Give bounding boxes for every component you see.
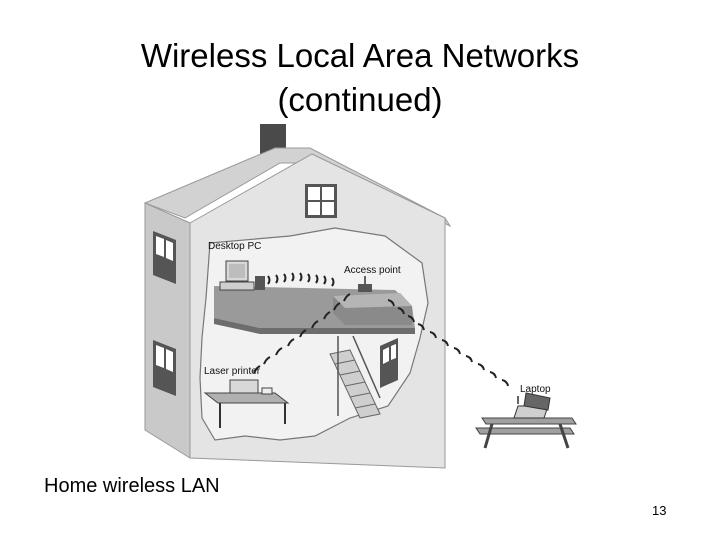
interior-window	[380, 338, 398, 388]
page-number: 13	[652, 503, 667, 518]
side-window-upper	[153, 231, 176, 284]
attic-window	[305, 184, 337, 218]
staircase	[329, 335, 381, 419]
side-window-lower	[153, 340, 176, 396]
signal-desktop-to-ap	[267, 272, 335, 287]
slide-title: Wireless Local Area Networks (continued)	[0, 34, 720, 122]
desktop-pc	[219, 260, 265, 291]
label-laptop: Laptop	[520, 384, 551, 395]
laptop	[475, 392, 577, 449]
signal-ap-to-laptop	[387, 299, 509, 387]
laser-printer	[203, 379, 290, 428]
signal-ap-to-printer	[253, 293, 351, 374]
roof	[143, 147, 452, 228]
figure-caption: Home wireless LAN	[44, 475, 220, 497]
slide-title-line2: (continued)	[277, 81, 443, 118]
home-wireless-lan-illustration: Desktop PC Access point Laser printer La…	[143, 124, 577, 469]
label-desktop-pc: Desktop PC	[208, 241, 261, 252]
label-laser-printer: Laser printer	[204, 366, 261, 377]
slide-title-line1: Wireless Local Area Networks	[140, 37, 580, 74]
label-access-point: Access point	[344, 265, 401, 276]
